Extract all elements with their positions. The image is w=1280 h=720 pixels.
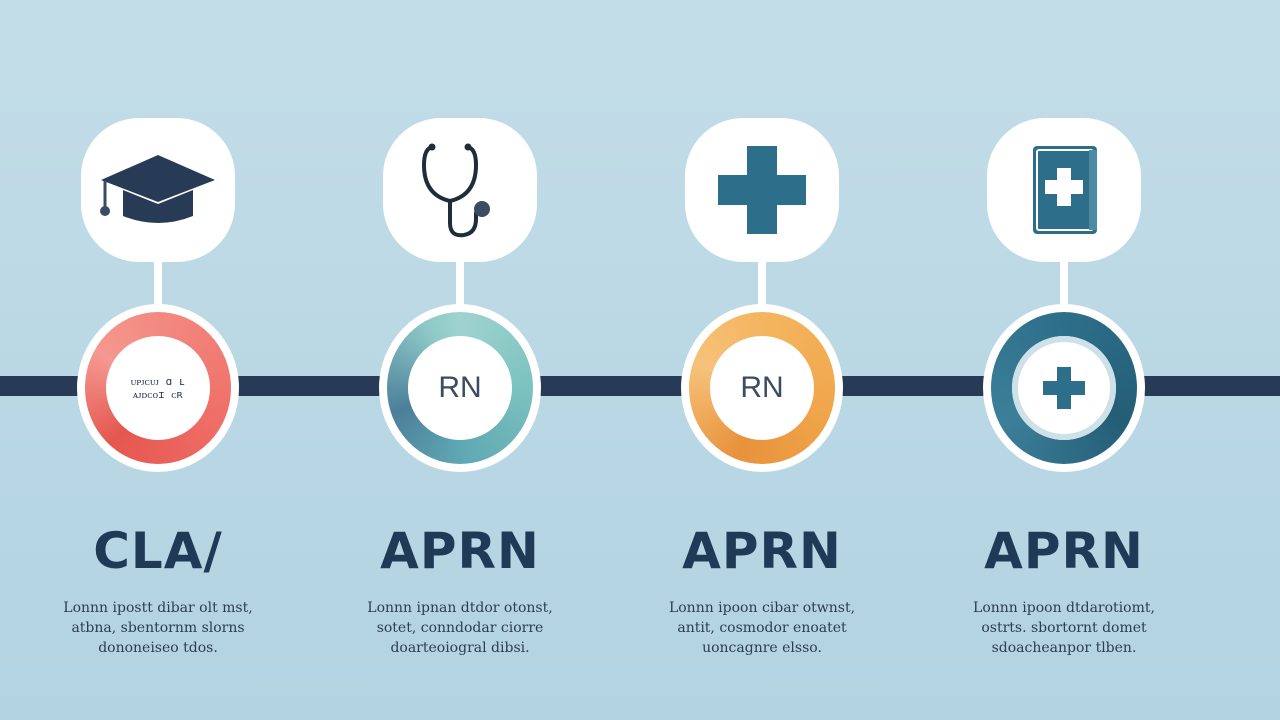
icon-card [685,118,839,262]
icon-card [987,118,1141,262]
stage-title: CLA/ [93,522,223,580]
ring-label: ᴜᴘᴊᴄᴜᴊ ɑ ʟ ᴀᴊᴅᴄᴏɪ ᴄʀ [130,375,186,401]
ring-label: RN [740,371,784,404]
ring-label: RN [438,371,482,404]
stage-1: ᴜᴘᴊᴄᴜᴊ ɑ ʟ ᴀᴊᴅᴄᴏɪ ᴄʀ CLA/ Lonnn ipostt d… [8,0,308,720]
stage-3: RN APRN Lonnn ipoon cibar otwnst, antit,… [612,0,912,720]
connector [758,258,766,310]
stage-ring: RN [379,304,541,472]
stage-2: RN APRN Lonnn ipnan dtdor otonst, sotet,… [310,0,610,720]
icon-card [383,118,537,262]
timeline-bar [0,376,1280,396]
stage-title: APRN [682,522,842,580]
stage-description: Lonnn ipnan dtdor otonst, sotet, conndod… [367,600,553,656]
stage-description: Lonnn ipostt dibar olt mst, atbna, sbent… [63,600,253,656]
icon-card [81,118,235,262]
stage-description: Lonnn ipoon cibar otwnst, antit, cosmodo… [668,600,856,656]
stage-ring: ᴜᴘᴊᴄᴜᴊ ɑ ʟ ᴀᴊᴅᴄᴏɪ ᴄʀ [77,304,239,472]
connector [456,258,464,310]
stage-description: Lonnn ipoon dtdarotiomt, ostrts. sbortor… [973,600,1155,656]
medical-cross-icon [718,146,806,234]
stage-4: APRN Lonnn ipoon dtdarotiomt, ostrts. sb… [914,0,1214,720]
stage-title: APRN [984,522,1144,580]
medical-cross-icon [1043,367,1085,409]
connector [154,258,162,310]
stage-ring: RN [681,304,843,472]
stage-title: APRN [380,522,540,580]
stage-ring [983,304,1145,472]
stethoscope-icon [421,143,490,238]
connector [1060,258,1068,310]
graduation-cap-icon [100,155,215,223]
medical-book-icon [1033,146,1097,234]
